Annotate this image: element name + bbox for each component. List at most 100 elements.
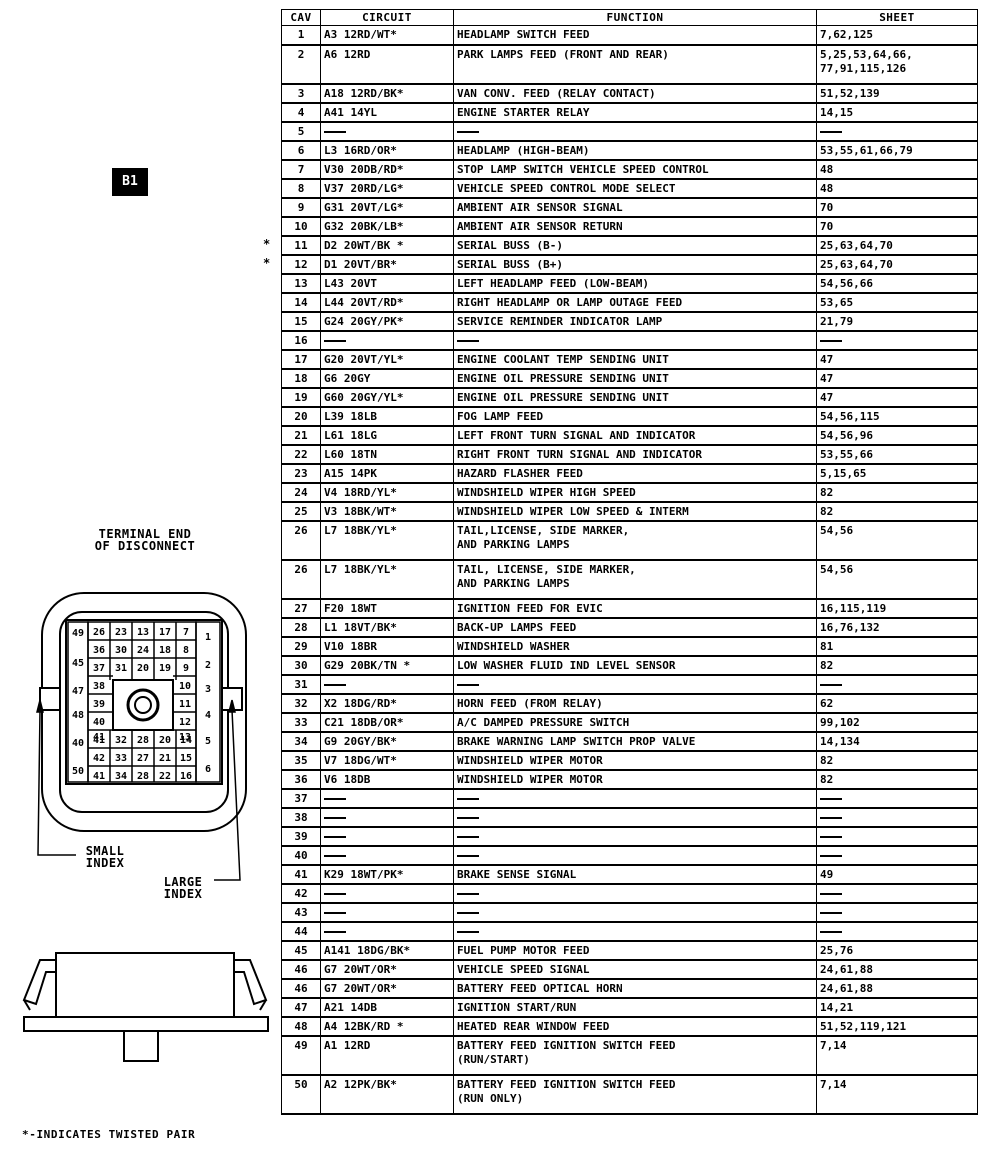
function-cell-text: BATTERY FEED IGNITION SWITCH FEED (RUN/S… xyxy=(457,1038,676,1066)
function-cell: RIGHT FRONT TURN SIGNAL AND INDICATOR xyxy=(453,444,817,465)
function-cell: FUEL PUMP MOTOR FEED xyxy=(453,940,817,961)
sheet-cell-text: 54,56 xyxy=(820,523,854,537)
function-cell-text: ENGINE OIL PRESSURE SENDING UNIT xyxy=(457,390,669,404)
function-cell: RIGHT HEADLAMP OR LAMP OUTAGE FEED xyxy=(453,292,817,313)
sheet-cell-text: 7,14 xyxy=(820,1038,847,1052)
sheet-cell-text: 7,14 xyxy=(820,1077,847,1091)
circuit-cell-text: V37 20RD/LG* xyxy=(324,181,404,195)
cav-cell: 17 xyxy=(281,349,321,370)
circuit-cell xyxy=(320,121,454,142)
sheet-cell-text: 47 xyxy=(820,352,834,366)
sheet-cell-text: 81 xyxy=(820,639,834,653)
pin-number: 49 xyxy=(72,628,84,639)
header-function: FUNCTION xyxy=(453,9,817,26)
sheet-cell-text: 53,65 xyxy=(820,295,854,309)
sheet-cell-text: 14,134 xyxy=(820,734,860,748)
function-cell-text: A/C DAMPED PRESSURE SWITCH xyxy=(457,715,630,729)
sheet-cell-text: 47 xyxy=(820,390,834,404)
cav-cell: 26 xyxy=(281,559,321,600)
sheet-cell: 82 xyxy=(816,655,978,676)
function-cell: VEHICLE SPEED CONTROL MODE SELECT xyxy=(453,178,817,199)
circuit-cell: A1 12RD xyxy=(320,1035,454,1076)
cav-cell-text: 31 xyxy=(294,677,308,691)
cav-cell-text: 9 xyxy=(297,200,305,214)
circuit-cell: A18 12RD/BK* xyxy=(320,83,454,104)
pin-number: 5 xyxy=(205,736,211,747)
sheet-cell-text: 82 xyxy=(820,485,834,499)
connector-side-view xyxy=(22,952,269,1062)
cav-cell: 50 xyxy=(281,1074,321,1115)
sheet-cell: 7,14 xyxy=(816,1074,978,1115)
cav-cell-text: 26 xyxy=(294,523,308,537)
cav-cell: 23 xyxy=(281,463,321,484)
sheet-cell: 25,76 xyxy=(816,940,978,961)
sheet-cell-text: 5,15,65 xyxy=(820,466,867,480)
sheet-cell: 82 xyxy=(816,769,978,790)
cav-cell-text: 35 xyxy=(294,753,308,767)
sheet-cell-text: 51,52,139 xyxy=(820,86,880,100)
header-cav: CAV xyxy=(281,9,321,26)
pin-number: 34 xyxy=(115,771,127,782)
circuit-cell-text: G24 20GY/PK* xyxy=(324,314,404,328)
sheet-cell-text: 24,61,88 xyxy=(820,981,873,995)
twisted-pair-footnote: *-INDICATES TWISTED PAIR xyxy=(22,1128,196,1141)
empty-dash xyxy=(820,339,842,342)
sheet-cell-text: 99,102 xyxy=(820,715,860,729)
function-cell-text: TAIL,LICENSE, SIDE MARKER, AND PARKING L… xyxy=(457,523,630,551)
pin-number: 28 xyxy=(137,735,149,746)
pin-number: 20 xyxy=(159,735,171,746)
sheet-cell: 82 xyxy=(816,750,978,771)
function-cell: PARK LAMPS FEED (FRONT AND REAR) xyxy=(453,44,817,85)
sheet-cell: 21,79 xyxy=(816,311,978,332)
empty-dash xyxy=(457,339,479,342)
cav-cell-text: 37 xyxy=(294,791,308,805)
sheet-cell: 14,21 xyxy=(816,997,978,1018)
cav-cell-text: 17 xyxy=(294,352,308,366)
cav-cell: 28 xyxy=(281,617,321,638)
function-cell: BATTERY FEED OPTICAL HORN xyxy=(453,978,817,999)
circuit-cell-text: G20 20VT/YL* xyxy=(324,352,404,366)
circuit-cell-text: A1 12RD xyxy=(324,1038,371,1052)
sheet-cell-text: 21,79 xyxy=(820,314,854,328)
cav-cell-text: 7 xyxy=(297,162,305,176)
circuit-cell-text: V10 18BR xyxy=(324,639,377,653)
large-index-label: LARGE INDEX xyxy=(163,875,203,901)
circuit-cell: G7 20WT/OR* xyxy=(320,978,454,999)
sheet-cell xyxy=(816,121,978,142)
function-cell-text: TAIL, LICENSE, SIDE MARKER, AND PARKING … xyxy=(457,562,636,590)
sheet-cell-text: 53,55,66 xyxy=(820,447,873,461)
pin-number: 23 xyxy=(115,627,127,638)
pin-number: 24 xyxy=(137,645,149,656)
function-cell-text: RIGHT FRONT TURN SIGNAL AND INDICATOR xyxy=(457,447,703,461)
table-row: 37 xyxy=(281,788,978,809)
sheet-cell: 54,56 xyxy=(816,520,978,561)
sheet-cell: 47 xyxy=(816,368,978,389)
table-row: 43 xyxy=(281,902,978,923)
function-cell-text: WINDSHIELD WIPER HIGH SPEED xyxy=(457,485,636,499)
cav-cell: 11* xyxy=(263,235,321,256)
cav-cell: 46 xyxy=(281,978,321,999)
circuit-cell-text: L43 20VT xyxy=(324,276,377,290)
function-cell-text: SERVICE REMINDER INDICATOR LAMP xyxy=(457,314,663,328)
sheet-cell-text: 16,115,119 xyxy=(820,601,887,615)
function-cell: LEFT FRONT TURN SIGNAL AND INDICATOR xyxy=(453,425,817,446)
cav-cell: 26 xyxy=(281,520,321,561)
circuit-cell: G7 20WT/OR* xyxy=(320,959,454,980)
function-cell-text: ENGINE OIL PRESSURE SENDING UNIT xyxy=(457,371,669,385)
cav-cell-text: 34 xyxy=(294,734,308,748)
pin-number: 28 xyxy=(137,771,149,782)
cav-cell: 41 xyxy=(281,864,321,885)
cav-cell: 5 xyxy=(281,121,321,142)
function-cell: LEFT HEADLAMP FEED (LOW-BEAM) xyxy=(453,273,817,294)
cav-cell: 6 xyxy=(281,140,321,161)
